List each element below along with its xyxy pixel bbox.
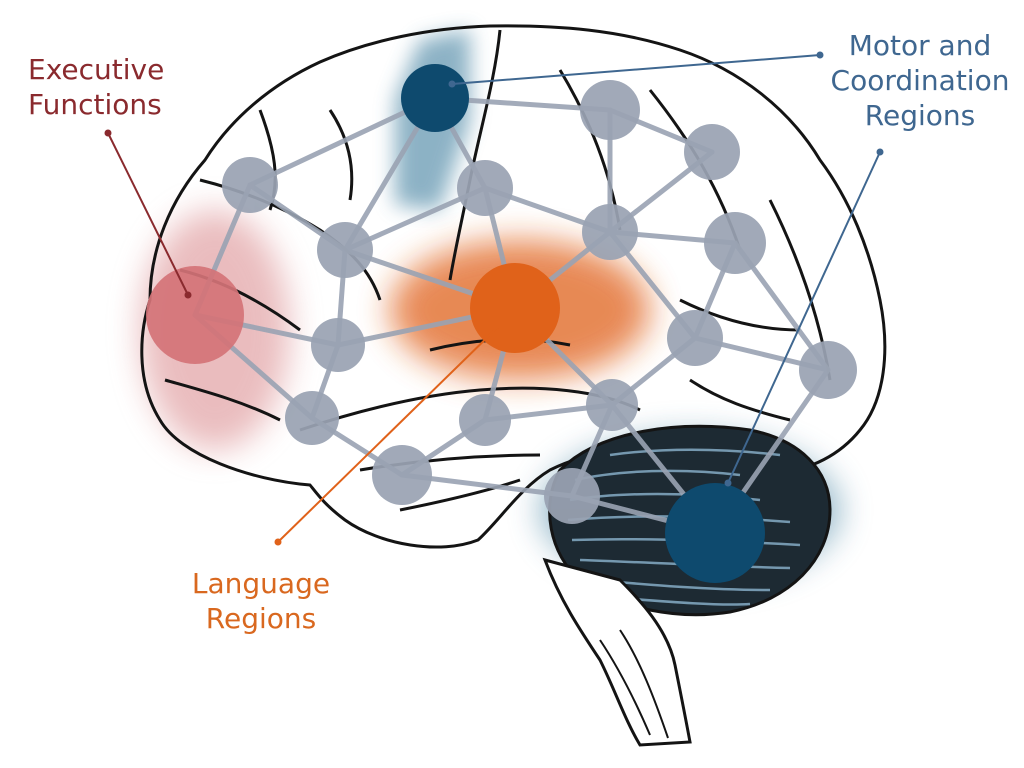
- executive-hub-node: [146, 266, 244, 364]
- sulcus-misc-4: [679, 298, 801, 332]
- network-node: [580, 80, 640, 140]
- motor-leader-dot-label: [816, 51, 824, 59]
- language-leader-line: [277, 324, 501, 543]
- network-node: [222, 157, 278, 213]
- network-node: [582, 204, 638, 260]
- language-regions-label: Language Regions: [186, 566, 336, 636]
- motor-coordination-label: Motor and Coordination Regions: [820, 28, 1020, 133]
- network-node: [684, 124, 740, 180]
- language-hub-node: [470, 263, 560, 353]
- motor-leader-dot-node-2: [724, 479, 732, 487]
- executive-label-line2: Functions: [28, 88, 162, 121]
- motor-label-line1: Motor and: [848, 29, 992, 62]
- motor-leader-line-cerebellum: [727, 151, 881, 484]
- leader-lines: [104, 51, 884, 546]
- executive-label-line1: Executive: [28, 53, 165, 86]
- network-node: [459, 394, 511, 446]
- network-node: [317, 222, 373, 278]
- network-node: [586, 379, 638, 431]
- executive-leader-dot-node: [184, 291, 192, 299]
- language-label-line1: Language: [191, 567, 331, 600]
- executive-functions-label: Executive Functions: [28, 52, 164, 122]
- motor-leader-dot-node: [448, 80, 456, 88]
- motor-leader-dot-label-2: [876, 148, 884, 156]
- cortex-outline: [140, 24, 887, 549]
- sulcus-misc-1: [328, 109, 354, 201]
- brainstem-detail-2: [619, 629, 669, 739]
- network-node: [311, 318, 365, 372]
- motor-label-line2: Coordination: [830, 64, 1010, 97]
- language-leader-dot-label: [274, 538, 282, 546]
- executive-leader-dot-label: [104, 129, 112, 137]
- network-node: [667, 310, 723, 366]
- brainstem-detail-1: [599, 639, 651, 736]
- motor-hub-node-cerebellum: [665, 483, 765, 583]
- network-node: [799, 341, 857, 399]
- sulcus-temporal-2: [399, 478, 521, 512]
- sulcus-frontal-3: [164, 378, 281, 422]
- network-node: [704, 212, 766, 274]
- network-node: [544, 468, 600, 524]
- sulcus-misc-5: [689, 378, 791, 422]
- brainstem: [542, 557, 692, 747]
- network-node: [372, 445, 432, 505]
- network-node: [285, 391, 339, 445]
- motor-label-line3: Regions: [864, 99, 976, 132]
- language-label-line2: Regions: [205, 602, 317, 635]
- motor-hub-node-top: [401, 64, 469, 132]
- network-nodes: [222, 80, 857, 524]
- motor-leader-line-top: [451, 54, 821, 85]
- hub-nodes: [146, 64, 765, 583]
- executive-leader-line: [107, 132, 189, 296]
- network-node: [457, 160, 513, 216]
- language-leader-dot-node: [496, 321, 504, 329]
